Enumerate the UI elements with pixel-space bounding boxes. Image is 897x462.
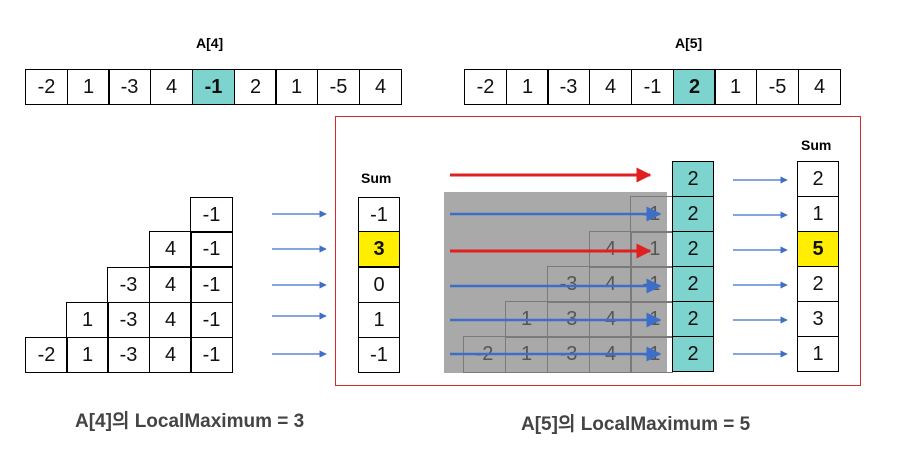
array-cell: 1 <box>506 69 549 105</box>
array-cell: 2 <box>234 69 277 105</box>
previous-subarrays-overlay <box>444 192 667 373</box>
sum-cell: -1 <box>358 337 400 373</box>
new-element-cell: 2 <box>672 336 714 372</box>
sum-cell: 3 <box>358 231 400 267</box>
array-cell: -1 <box>192 69 235 105</box>
left-sum-header: Sum <box>361 170 392 186</box>
subarray-cell: -2 <box>25 337 68 373</box>
right-example-frame <box>335 116 861 386</box>
array-cell: 1 <box>67 69 110 105</box>
array-cell: 2 <box>673 69 716 105</box>
subarray-cell: -1 <box>190 197 233 233</box>
right-array-title: A[5] <box>675 35 703 51</box>
array-cell: 4 <box>359 69 402 105</box>
right-sum-header: Sum <box>801 137 832 153</box>
right-caption: A[5]의 LocalMaximum = 5 <box>521 414 751 435</box>
ghost-subarray-cell: 4 <box>589 266 632 303</box>
left-array-title: A[4] <box>196 35 224 51</box>
subarray-cell: 4 <box>149 337 192 373</box>
new-element-cell: 2 <box>672 231 714 267</box>
sum-cell: 1 <box>797 336 839 372</box>
new-element-cell: 2 <box>672 266 714 302</box>
array-cell: 4 <box>798 69 841 105</box>
left-caption: A[4]의 LocalMaximum = 3 <box>75 411 305 432</box>
subarray-cell: 1 <box>66 337 109 373</box>
new-element-cell: 2 <box>672 301 714 337</box>
subarray-cell: 4 <box>149 231 192 267</box>
new-element-cell: 2 <box>672 196 714 232</box>
subarray-cell: -1 <box>190 231 233 267</box>
subarray-cell: -1 <box>190 337 233 373</box>
